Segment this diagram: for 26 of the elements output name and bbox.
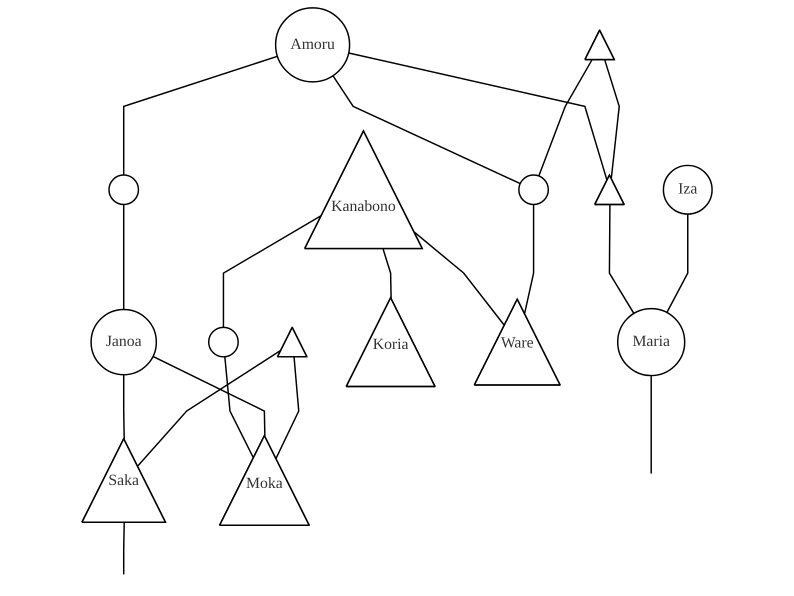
connector <box>650 376 652 474</box>
connector <box>275 357 300 459</box>
connector <box>224 356 254 459</box>
connector <box>122 56 278 176</box>
node-circle: Amoru <box>274 7 350 83</box>
node-circle <box>208 326 239 358</box>
connector <box>137 349 282 467</box>
connector <box>332 75 521 184</box>
connector <box>666 214 688 313</box>
connector <box>524 204 534 314</box>
connector <box>382 248 392 298</box>
connector <box>414 232 506 326</box>
connector <box>348 52 608 182</box>
connector <box>538 60 592 176</box>
connector <box>152 356 266 436</box>
connector <box>122 204 124 310</box>
connector <box>122 522 125 574</box>
node-circle: Iza <box>662 164 713 215</box>
connector <box>222 214 322 328</box>
node-circle <box>108 174 140 206</box>
connector <box>122 374 125 440</box>
connector <box>608 204 634 314</box>
node-circle <box>518 174 550 206</box>
connector <box>604 60 620 178</box>
node-circle: Maria <box>616 308 686 376</box>
node-circle: Janoa <box>90 308 158 376</box>
